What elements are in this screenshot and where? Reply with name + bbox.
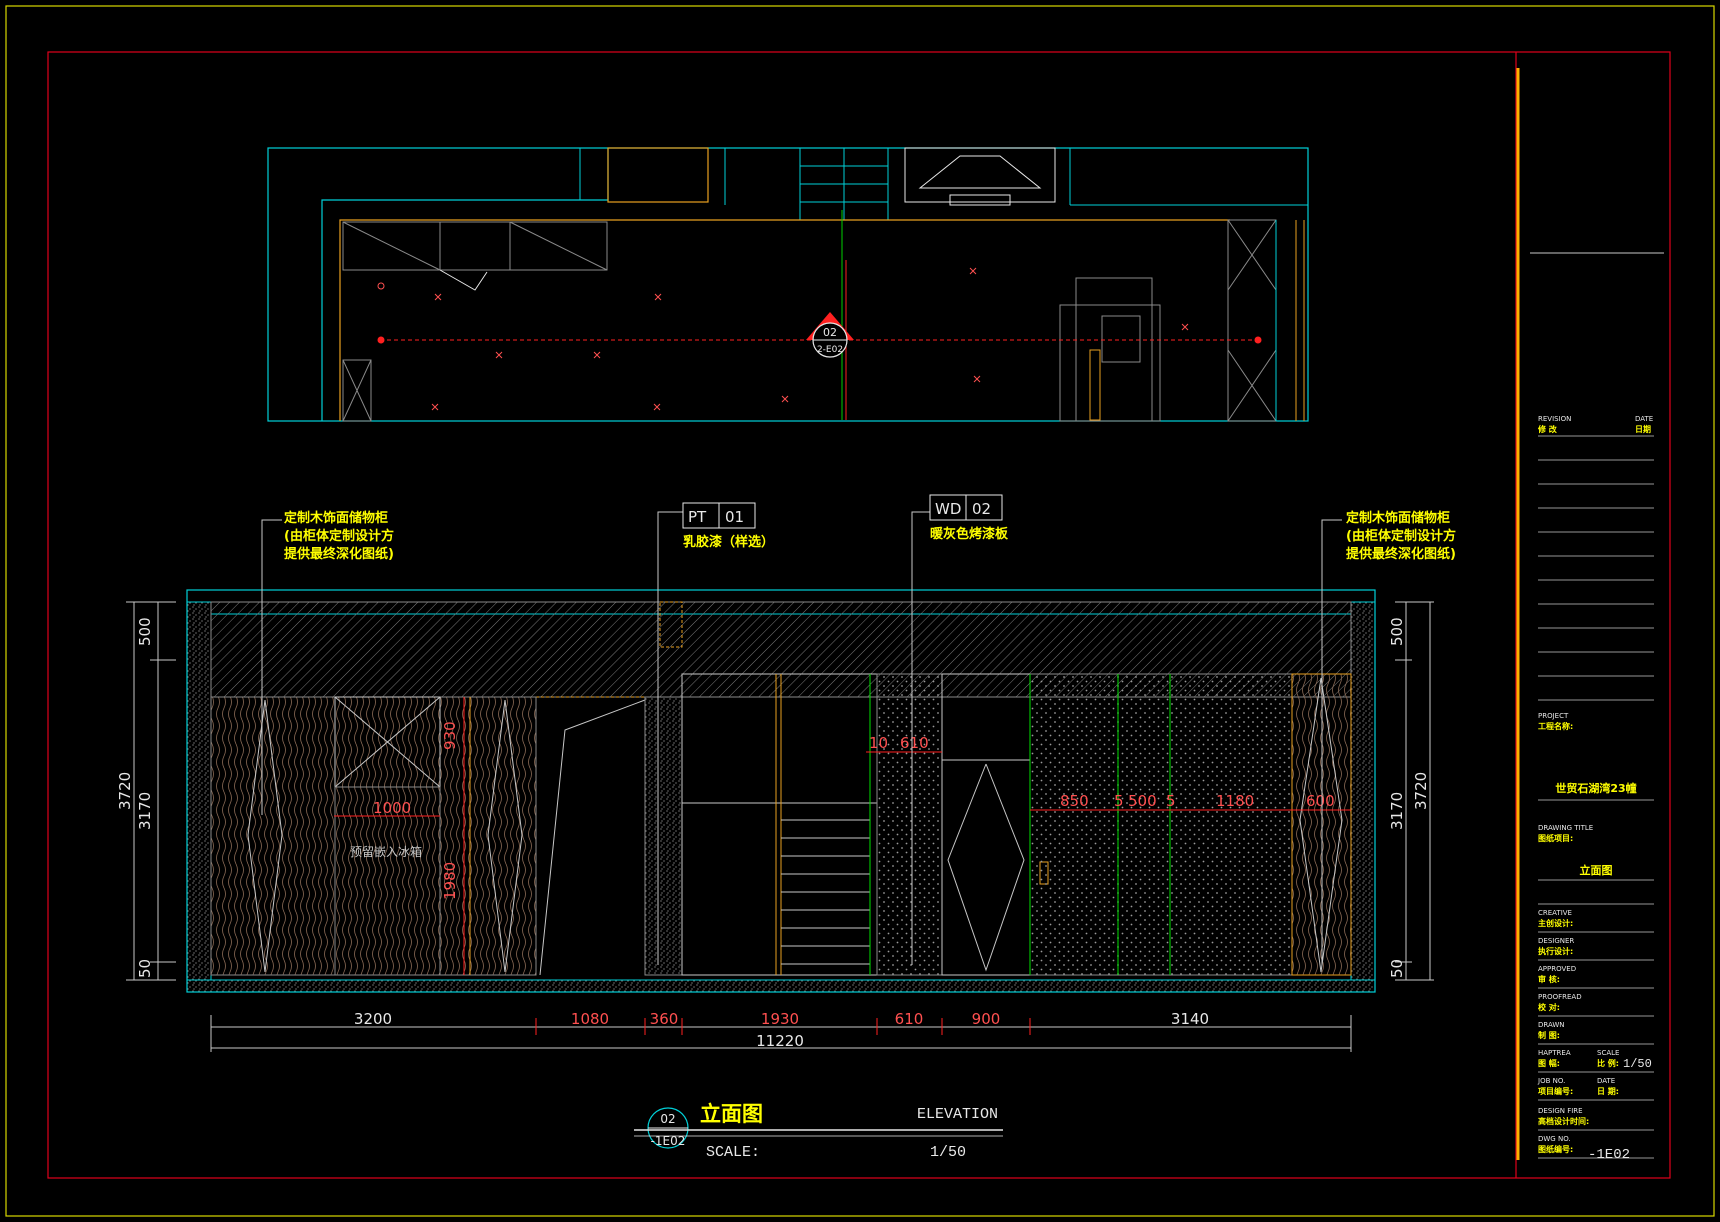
dim-1930: 1930 (761, 1010, 799, 1028)
tb-creative-cn: 主创设计: (1538, 918, 1573, 928)
callout-right-1: 定制木饰面储物柜 (1345, 510, 1450, 526)
dim-360: 360 (650, 1010, 679, 1028)
left-vertical-dims (126, 601, 1434, 981)
tb-project-cn: 工程名称: (1538, 721, 1573, 731)
tb-scale-value: 1/50 (1623, 1057, 1652, 1071)
tb-drawn-en: DRAWN (1538, 1021, 1565, 1029)
wd-code-a: WD (935, 500, 961, 518)
tb-drawing-title-cn: 图纸项目: (1538, 833, 1573, 843)
elevation-internal-dims (334, 697, 1351, 975)
dim-1980: 1980 (441, 862, 459, 900)
tb-dwg-value: -1E02 (1588, 1147, 1630, 1163)
dim-1180: 1180 (1216, 792, 1254, 810)
callout-leaders (261, 511, 1342, 965)
dim-5a: 5 (1114, 792, 1124, 810)
dim-610-bottom: 610 (895, 1010, 924, 1028)
callout-right-2: (由柜体定制设计方 (1346, 528, 1456, 544)
dim-right-500: 500 (1388, 617, 1406, 646)
dim-1080: 1080 (571, 1010, 609, 1028)
floor-plan (267, 147, 1309, 422)
tb-scale-en: SCALE (1597, 1049, 1619, 1057)
tb-revision-cn: 修 改 (1537, 424, 1558, 434)
dim-right-3720: 3720 (1412, 772, 1430, 810)
dim-left-3170: 3170 (136, 792, 154, 830)
tb-scale-cn: 比 例: (1597, 1058, 1619, 1068)
tb-approved-en: APPROVED (1538, 965, 1576, 973)
callout-right-3: 提供最终深化图纸) (1346, 546, 1456, 562)
tb-project-name: 世贸石湖湾23幢 (1555, 781, 1636, 795)
title-cn: 立面图 (700, 1102, 763, 1126)
pt-code-a: PT (688, 508, 707, 526)
tb-designer-en: DESIGNER (1538, 937, 1574, 945)
dim-1000: 1000 (373, 799, 411, 817)
dim-610: 610 (900, 734, 929, 752)
marker-top: 02 (823, 326, 837, 339)
dim-900: 900 (972, 1010, 1001, 1028)
dim-930: 930 (441, 721, 459, 750)
dim-total: 11220 (756, 1032, 804, 1050)
tb-proofread-en: PROOFREAD (1538, 993, 1582, 1001)
tb-proofread-cn: 校 对: (1538, 1002, 1560, 1012)
tb-dwg-cn: 图纸编号: (1538, 1144, 1573, 1154)
title-circle-bottom: -1E02 (651, 1134, 686, 1148)
dim-3140: 3140 (1171, 1010, 1209, 1028)
dim-left-50: 50 (136, 959, 154, 978)
tb-drawing-name: 立面图 (1580, 863, 1613, 877)
tb-haptrea-cn: 图 幅: (1538, 1058, 1560, 1068)
pt-desc: 乳胶漆（样选） (683, 534, 774, 550)
tb-drawing-title-en: DRAWING TITLE (1538, 824, 1593, 832)
callout-left-2: (由柜体定制设计方 (284, 528, 394, 544)
dim-left-3720: 3720 (116, 772, 134, 810)
dim-3200: 3200 (354, 1010, 392, 1028)
tb-date2-en: DATE (1597, 1077, 1615, 1085)
dim-10: 10 (869, 734, 888, 752)
bottom-ticks (535, 1018, 1031, 1035)
tb-approved-cn: 审 核: (1538, 974, 1560, 984)
tb-project-en: PROJECT (1538, 712, 1569, 720)
drawing-frame (47, 51, 1671, 1179)
fridge-label: 预留嵌入冰箱 (350, 844, 422, 859)
tb-job-cn: 项目编号: (1538, 1086, 1573, 1096)
tb-designer-cn: 执行设计: (1538, 946, 1573, 956)
tb-design-cn: 高档设计时间: (1538, 1116, 1589, 1126)
tb-design-en: DESIGN FIRE (1538, 1107, 1583, 1115)
title-scale-value: 1/50 (930, 1144, 966, 1161)
pt-code-b: 01 (725, 508, 744, 526)
dim-left-500: 500 (136, 617, 154, 646)
section-marker: 02 2-E02 (806, 312, 854, 358)
dim-500: 500 (1128, 792, 1157, 810)
callout-left-3: 提供最终深化图纸) (284, 546, 394, 562)
tb-date-en: DATE (1635, 415, 1653, 423)
tb-revision-en: REVISION (1538, 415, 1571, 423)
wd-desc: 暖灰色烤漆板 (930, 526, 1009, 542)
dim-5b: 5 (1166, 792, 1176, 810)
tb-job-en: JOB NO. (1537, 1077, 1565, 1085)
outer-sheet-border (5, 5, 1715, 1217)
title-circle-top: 02 (660, 1112, 675, 1126)
tb-creative-en: CREATIVE (1538, 909, 1572, 917)
dim-right-50: 50 (1388, 959, 1406, 978)
tb-dwg-en: DWG NO. (1538, 1135, 1571, 1143)
title-block: REVISION DATE PROJECT DRAWING TITLE CREA… (1530, 252, 1664, 1163)
drawing-title: 02 -1E02 立面图 ELEVATION SCALE: 1/50 (634, 1102, 1003, 1161)
title-scale-label: SCALE: (706, 1144, 760, 1161)
wd-code-b: 02 (972, 500, 991, 518)
marker-bottom: 2-E02 (817, 345, 843, 355)
dim-right-3170: 3170 (1388, 792, 1406, 830)
elevation (186, 589, 1376, 993)
bottom-dims (210, 1015, 1352, 1052)
title-en: ELEVATION (917, 1106, 998, 1123)
callout-left-1: 定制木饰面储物柜 (283, 510, 388, 526)
tb-haptrea-en: HAPTREA (1538, 1049, 1571, 1057)
tb-drawn-cn: 制 图: (1538, 1030, 1560, 1040)
dim-600: 600 (1306, 792, 1335, 810)
tb-date2-cn: 日 期: (1597, 1086, 1619, 1096)
dim-850: 850 (1060, 792, 1089, 810)
tb-date-cn: 日期 (1635, 424, 1651, 434)
